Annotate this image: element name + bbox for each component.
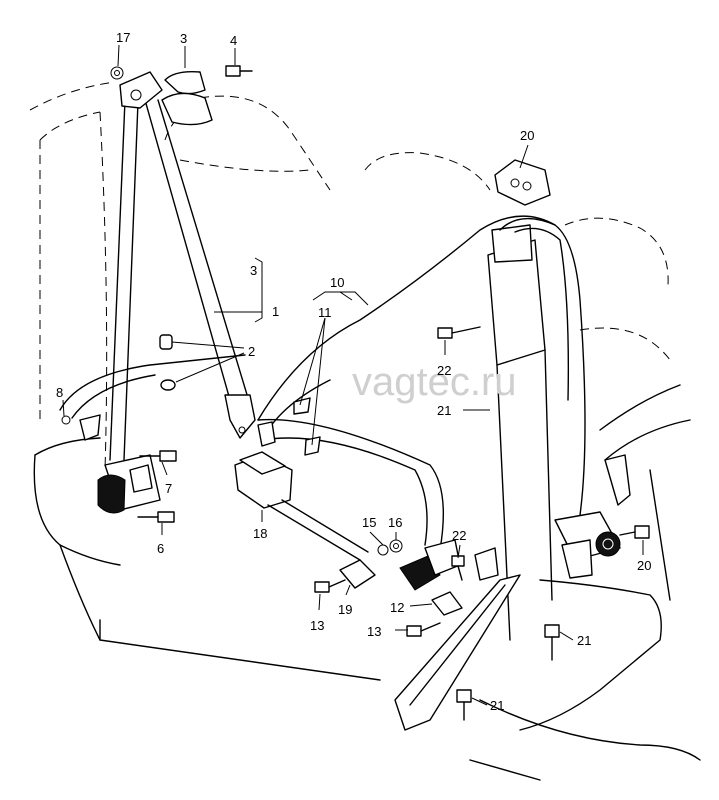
callout-3-top: 3 — [180, 31, 187, 46]
callout-22-upper: 22 — [437, 363, 451, 378]
ring-8 — [61, 415, 71, 425]
callout-16: 19 — [338, 602, 352, 617]
watermark: vagtec.ru — [352, 360, 517, 404]
height-adjuster — [161, 70, 213, 126]
bolt-21-lower — [456, 689, 472, 721]
bolt-22-upper — [437, 326, 481, 339]
callout-21-lower: 21 — [490, 698, 504, 713]
left-retractor — [97, 454, 161, 514]
upper-anchor — [119, 71, 163, 109]
washers-14-15 — [377, 539, 403, 556]
callout-7: 7 — [165, 481, 172, 496]
right-belt-guide-20 — [487, 217, 586, 641]
seat-cushion — [33, 437, 701, 781]
callout-13-right: 13 — [367, 624, 381, 639]
bolt-19 — [619, 525, 650, 539]
callout-12: 12 — [390, 600, 404, 615]
bolt-7 — [139, 450, 177, 462]
left-belt — [59, 99, 256, 461]
callout-1: 1 — [272, 304, 279, 319]
lap-belt — [257, 215, 556, 551]
floor-rail — [394, 547, 521, 731]
anchor-12 — [431, 591, 463, 616]
bolt-21-upper — [544, 624, 560, 661]
bolt-4 — [225, 65, 253, 77]
callout-14: 15 — [362, 515, 376, 530]
rear-seat-outline — [29, 81, 671, 471]
callout-22-lower: 22 — [452, 528, 466, 543]
callout-6: 6 — [157, 541, 164, 556]
spacer-washer-5 — [110, 66, 124, 80]
right-seat-belt — [599, 384, 691, 506]
callout-4: 4 — [230, 33, 237, 48]
callout-21-upper: 21 — [577, 633, 591, 648]
callout-18: 20 — [520, 128, 534, 143]
bolt-13-right — [406, 622, 441, 637]
callout-11: 11 — [318, 305, 332, 320]
callout-13-left: 13 — [310, 618, 324, 633]
bracket-18 — [494, 159, 551, 206]
buckle-tongue — [399, 539, 461, 591]
callout-3-bracket: 3 — [250, 263, 257, 278]
leader-lines — [62, 44, 644, 706]
callout-19: 20 — [637, 558, 651, 573]
right-retractor-19 — [554, 511, 621, 579]
callout-15: 16 — [388, 515, 402, 530]
belt-buckle-17 — [234, 451, 369, 561]
callout-8: 8 — [56, 385, 63, 400]
callout-5: 17 — [116, 30, 130, 45]
bolt-13-left — [314, 579, 346, 593]
callout-labels: 17 3 4 3 1 2 10 11 8 7 6 18 15 16 19 13 … — [56, 30, 651, 713]
anchor-16 — [339, 559, 376, 589]
callout-20: 21 — [437, 403, 451, 418]
callout-17: 18 — [253, 526, 267, 541]
callout-2: 2 — [248, 344, 255, 359]
bolt-6 — [137, 511, 175, 523]
callout-10: 10 — [330, 275, 344, 290]
